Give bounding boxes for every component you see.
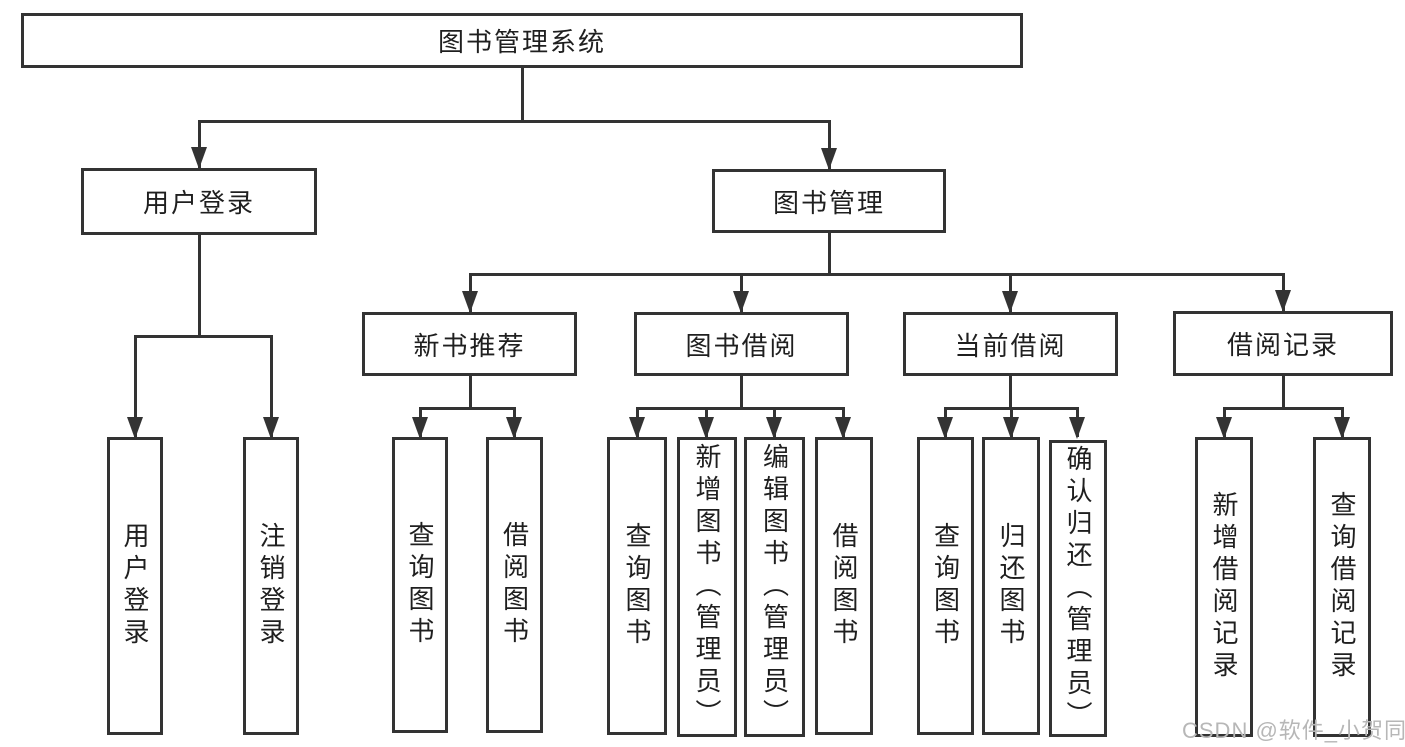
leaf-edit-book-admin-label: 编辑图书（管理员） (759, 443, 790, 731)
arrow-down-icon (1216, 417, 1232, 439)
arrow-down-icon (1275, 290, 1291, 312)
leaf-add-book-admin: 新增图书（管理员） (677, 437, 737, 737)
leaf-query-books-current: 查询图书 (917, 437, 974, 735)
leaf-user-login: 用户登录 (107, 437, 163, 735)
arrow-down-icon (1002, 291, 1018, 313)
connector-current-borrow-stem (1009, 376, 1012, 407)
arrow-down-icon (733, 291, 749, 313)
node-borrow-records-label: 借阅记录 (1226, 330, 1339, 360)
node-book-borrow: 图书借阅 (634, 312, 849, 376)
node-new-book-recommend-label: 新书推荐 (413, 330, 526, 361)
arrow-down-icon (821, 148, 837, 170)
connector-root-spread (198, 120, 831, 123)
arrow-down-icon (835, 417, 851, 439)
arrow-down-icon (937, 417, 953, 439)
connector-drop-leaf-user-login (134, 335, 137, 437)
arrow-down-icon (1069, 417, 1085, 439)
connector-user-login-spread (134, 335, 273, 338)
arrow-down-icon (191, 147, 207, 169)
node-new-book-recommend: 新书推荐 (362, 312, 577, 376)
connector-new-book-stem (469, 376, 472, 407)
csdn-watermark: CSDN @软件_小贺同学 (1182, 718, 1405, 743)
leaf-return-book: 归还图书 (982, 437, 1040, 735)
arrow-down-icon (1003, 417, 1019, 439)
leaf-edit-book-admin: 编辑图书（管理员） (744, 437, 805, 737)
leaf-confirm-return-admin-label: 确认归还（管理员） (1063, 444, 1093, 733)
node-user-login: 用户登录 (81, 168, 317, 235)
leaf-query-books-recommend: 查询图书 (392, 437, 448, 733)
leaf-query-books-recommend-label: 查询图书 (405, 521, 435, 649)
arrow-down-icon (629, 417, 645, 439)
connector-drop-book-management (828, 120, 831, 169)
arrow-down-icon (462, 291, 478, 313)
node-current-borrow: 当前借阅 (903, 312, 1118, 376)
leaf-borrow-books-borrow: 借阅图书 (815, 437, 873, 735)
connector-borrow-records-spread (1223, 407, 1343, 410)
leaf-add-borrow-record-label: 新增借阅记录 (1209, 491, 1239, 683)
leaf-query-books-borrow-label: 查询图书 (622, 522, 652, 650)
leaf-return-book-label: 归还图书 (996, 522, 1026, 650)
leaf-borrow-books-recommend-label: 借阅图书 (499, 521, 530, 649)
arrow-down-icon (412, 417, 428, 439)
node-user-login-label: 用户登录 (142, 188, 255, 218)
node-current-borrow-label: 当前借阅 (954, 330, 1067, 361)
node-book-management-label: 图书管理 (772, 187, 885, 218)
leaf-borrow-books-borrow-label: 借阅图书 (829, 522, 859, 650)
connector-new-book-spread (419, 407, 516, 410)
connector-drop-user-login (198, 120, 201, 168)
connector-root-stem (521, 68, 524, 120)
arrow-down-icon (698, 417, 714, 439)
arrow-down-icon (506, 417, 522, 439)
node-root: 图书管理系统 (21, 13, 1023, 68)
node-book-borrow-label: 图书借阅 (685, 330, 798, 361)
connector-book-management-stem (828, 233, 831, 273)
leaf-add-book-admin-label: 新增图书（管理员） (692, 443, 722, 731)
leaf-logout-login-label: 注销登录 (256, 522, 286, 650)
leaf-query-books-borrow: 查询图书 (607, 437, 667, 735)
arrow-down-icon (766, 417, 782, 439)
arrow-down-icon (127, 417, 143, 439)
leaf-confirm-return-admin: 确认归还（管理员） (1049, 440, 1107, 737)
arrow-down-icon (263, 417, 279, 439)
leaf-user-login-label: 用户登录 (120, 522, 150, 650)
node-root-label: 图书管理系统 (437, 27, 606, 57)
connector-user-login-stem (198, 235, 201, 335)
arrow-down-icon (1334, 417, 1350, 439)
connector-book-borrow-spread (636, 407, 845, 410)
leaf-query-borrow-record-label: 查询借阅记录 (1327, 491, 1357, 683)
leaf-add-borrow-record: 新增借阅记录 (1195, 437, 1253, 737)
connector-borrow-records-stem (1282, 376, 1285, 407)
connector-drop-leaf-logout (270, 335, 273, 437)
leaf-query-books-current-label: 查询图书 (930, 522, 961, 650)
leaf-logout-login: 注销登录 (243, 437, 299, 735)
leaf-query-borrow-record: 查询借阅记录 (1313, 437, 1371, 737)
connector-book-borrow-stem (740, 376, 743, 407)
node-borrow-records: 借阅记录 (1173, 311, 1393, 376)
connector-book-management-spread (469, 273, 1285, 276)
leaf-borrow-books-recommend: 借阅图书 (486, 437, 543, 733)
node-book-management: 图书管理 (712, 169, 946, 233)
